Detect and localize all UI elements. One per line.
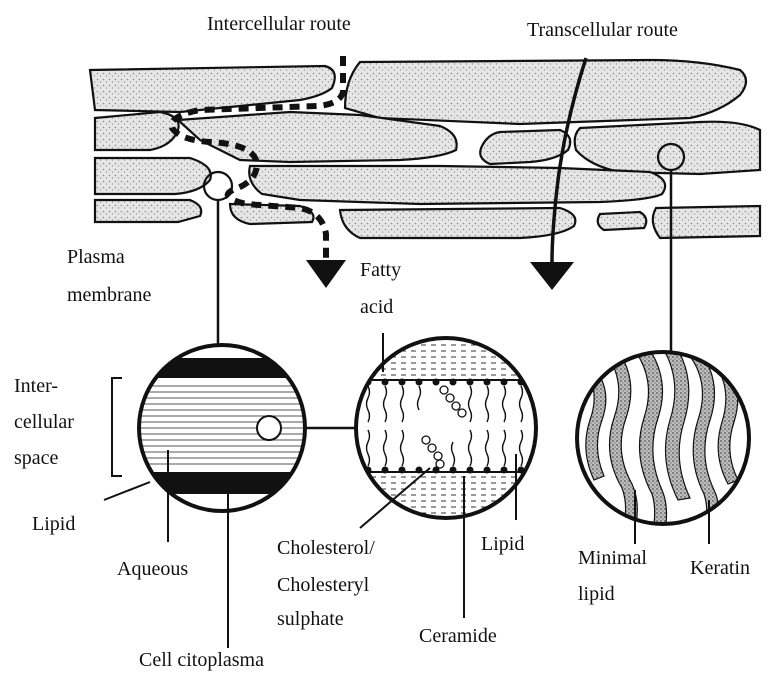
corneocyte — [340, 208, 575, 238]
corneocyte — [249, 166, 665, 204]
intercellular-space-bracket — [112, 378, 122, 476]
label-cholesterol-line3: sulphate — [277, 607, 344, 631]
zoom-point-plasma-membrane — [204, 172, 232, 200]
keratin-circle — [577, 350, 749, 524]
label-intercellular-space-line1: Inter- — [14, 374, 58, 398]
transcellular-route-arrowhead — [530, 262, 574, 290]
intercellular-space-circle — [139, 345, 305, 511]
label-cholesterol-line1: Cholesterol/ — [277, 536, 375, 560]
label-plasma-membrane-line1: Plasma — [67, 245, 125, 269]
label-aqueous: Aqueous — [117, 557, 188, 581]
label-fatty-acid-line2: acid — [360, 295, 393, 319]
corneocyte — [345, 60, 746, 124]
label-cholesterol-line2: Cholesteryl — [277, 573, 369, 597]
intercellular-route-arrowhead — [306, 260, 346, 288]
label-lipid-left: Lipid — [32, 512, 75, 536]
label-intercellular-route: Intercellular route — [207, 12, 351, 36]
label-intercellular-space-line3: space — [14, 446, 58, 470]
corneocyte — [95, 158, 211, 194]
label-plasma-membrane-line2: membrane — [67, 283, 151, 307]
label-minimal-lipid-line2: lipid — [578, 582, 615, 606]
label-keratin: Keratin — [690, 556, 750, 580]
corneocyte — [95, 200, 201, 222]
label-intercellular-space-line2: cellular — [14, 410, 74, 434]
label-lipid-mid: Lipid — [481, 532, 524, 556]
leader-line-lipid-left — [104, 482, 150, 500]
corneocyte — [653, 206, 760, 238]
label-ceramide: Ceramide — [419, 624, 497, 648]
label-minimal-lipid-line1: Minimal — [578, 546, 647, 570]
corneocyte — [95, 112, 179, 150]
label-fatty-acid-line1: Fatty — [360, 258, 401, 282]
label-cell-citoplasma: Cell citoplasma — [139, 648, 264, 672]
corneocyte — [480, 130, 570, 164]
corneocyte — [598, 212, 647, 230]
corneocyte — [575, 122, 760, 174]
label-transcellular-route: Transcellular route — [527, 18, 678, 42]
zoom-point-lipid — [257, 416, 281, 440]
